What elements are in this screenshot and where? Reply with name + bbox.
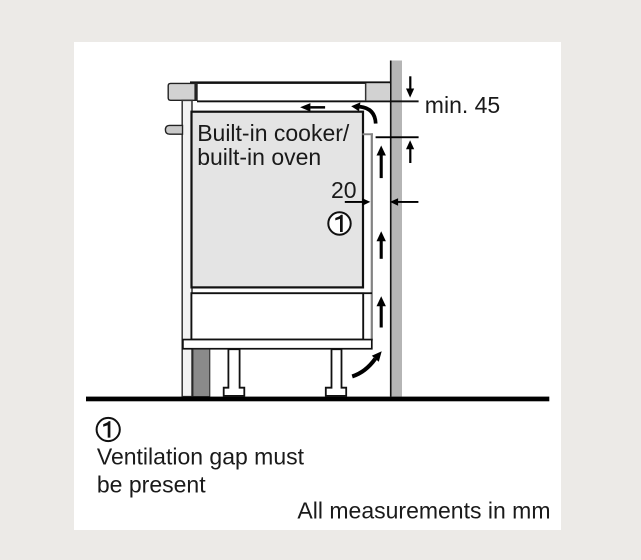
svg-text:20: 20 — [331, 177, 357, 203]
svg-text:Ventilation gap must: Ventilation gap must — [97, 443, 305, 469]
svg-text:built-in oven: built-in oven — [197, 144, 321, 170]
svg-text:be present: be present — [97, 471, 206, 497]
svg-text:Built-in cooker/: Built-in cooker/ — [197, 120, 350, 146]
svg-text:All measurements in mm: All measurements in mm — [297, 497, 550, 523]
svg-text:min. 45: min. 45 — [425, 92, 500, 118]
